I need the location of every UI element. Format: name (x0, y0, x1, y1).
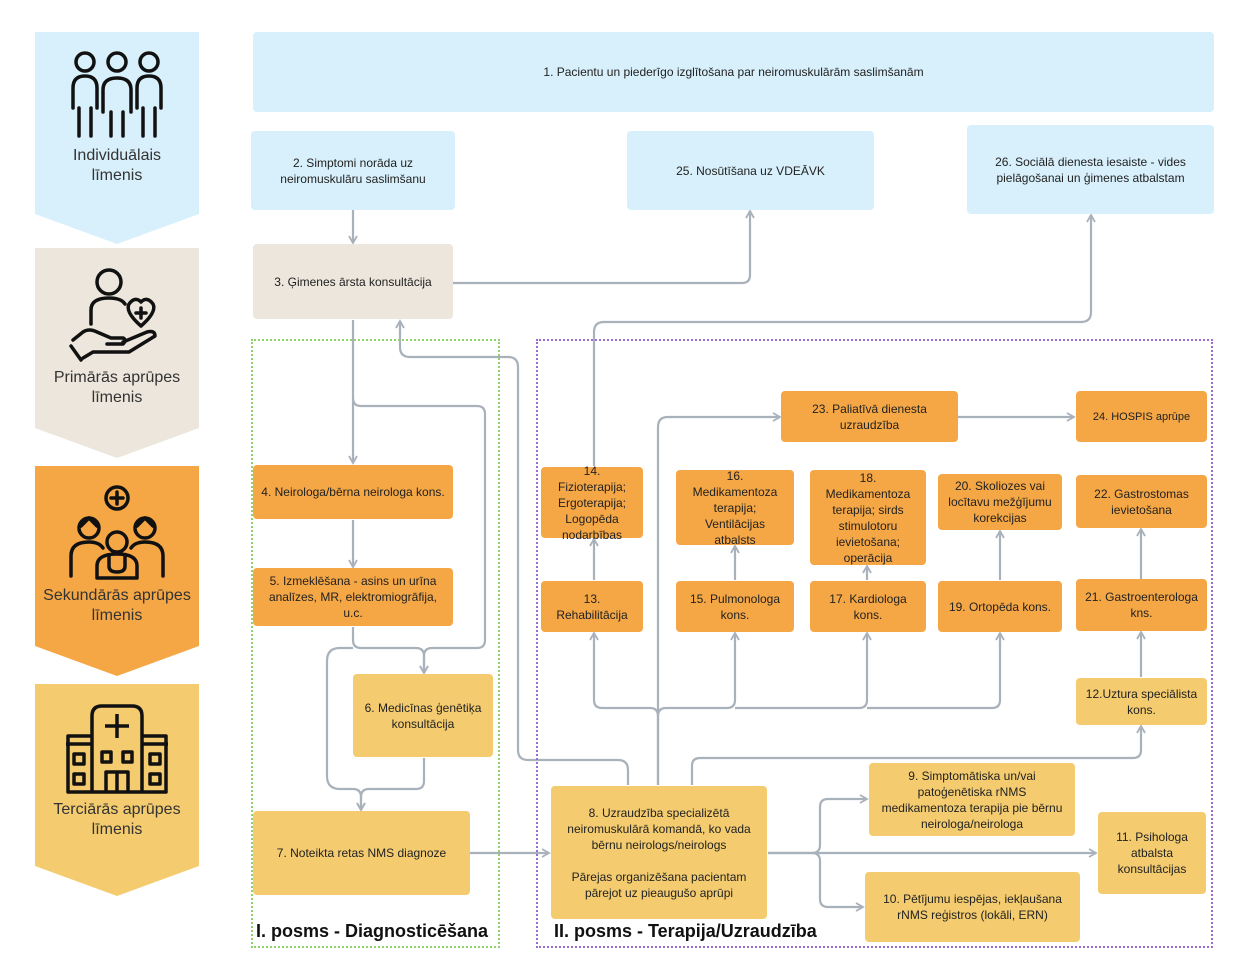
arrow-5-to-6 (351, 627, 429, 675)
arrow-8-to-17 (735, 631, 872, 710)
arrow-8-to-3 (395, 319, 630, 785)
medical-team-icon (67, 484, 167, 580)
arrow-5-to-7 (325, 646, 366, 812)
node-3: 3. Ģimenes ārsta konsultācija (253, 244, 453, 319)
arrow-14-to-26 (592, 213, 1096, 466)
node-6: 6. Medicīnas ģenētiķa konsultācija (353, 674, 493, 757)
node-18: 18. Medikamentoza terapija; sirds stimul… (810, 470, 926, 565)
arrow-8-to-12 (690, 724, 1146, 785)
level-individual-label: Individuālais līmenis (72, 147, 162, 184)
node-25: 25. Nosūtīšana uz VDEĀVK (627, 131, 874, 210)
level-secondary: Sekundārās aprūpes līmenis (35, 466, 199, 676)
node-14: 14. Fizioterapija; Ergoterapija; Logopēd… (541, 464, 643, 542)
node-23: 23. Paliatīvā dienesta uzraudzība (781, 391, 958, 442)
node-15: 15. Pulmonologa kons. (676, 581, 794, 632)
arrow-8-to-23 (656, 412, 782, 785)
node-26: 26. Sociālā dienesta iesaiste - vides pi… (967, 125, 1214, 214)
node-8-text: 8. Uzraudzība specializētā neiromuskulār… (567, 805, 751, 852)
node-17: 17. Kardiologa kons. (810, 581, 926, 632)
level-individual: Individuālais līmenis (35, 32, 199, 244)
phase-2-zone (536, 339, 1213, 948)
phase-2-label: II. posms - Terapija/Uzraudzība (554, 921, 817, 941)
node-16: 16. Medikamentoza terapija; Ventilācijas… (676, 469, 794, 547)
node-22: 22. Gastrostomas ievietošana (1076, 475, 1207, 528)
node-9: 9. Simptomātiska un/vai patoģenētiska rN… (869, 763, 1075, 836)
arrow-6-to-7 (356, 758, 426, 812)
level-tertiary: Terciārās aprūpes līmenis (35, 684, 199, 896)
node-13: 13. Rehabilitācija (541, 581, 643, 632)
node-24: 24. HOSPIS aprūpe (1076, 391, 1207, 442)
node-8-transition-text: Pārejas organizēšana pacientam pārejot u… (571, 869, 747, 900)
level-secondary-label: Sekundārās aprūpes līmenis (43, 587, 191, 624)
arrow-3-to-6 (351, 397, 487, 675)
node-4: 4. Neirologa/bērna neirologa kons. (253, 465, 453, 519)
node-7: 7. Noteikta retas NMS diagnoze (253, 811, 470, 895)
node-19: 19. Ortopēda kons. (938, 581, 1062, 632)
arrow-8-to-19 (867, 631, 1005, 710)
level-primary: Primārās aprūpes līmenis (35, 248, 199, 458)
node-8: 8. Uzraudzība specializētā neiromuskulār… (551, 786, 767, 919)
arrow-3-to-25 (453, 209, 755, 285)
node-21: 21. Gastroenterologa kns. (1076, 579, 1207, 631)
phase-1-zone (251, 339, 500, 948)
node-1: 1. Pacientu un piederīgo izglītošana par… (253, 32, 1214, 112)
node-20: 20. Skoliozes vai locītavu mežģījumu kor… (938, 474, 1062, 530)
level-tertiary-label: Terciārās aprūpes līmenis (53, 801, 181, 838)
node-5: 5. Izmeklēšana - asins un urīna analīzes… (253, 568, 453, 626)
node-10: 10. Pētījumu iespējas, iekļaušana rNMS r… (865, 872, 1080, 942)
level-primary-label: Primārās aprūpes līmenis (53, 369, 181, 406)
node-12: 12.Uztura speciālista kons. (1076, 678, 1207, 725)
people-group-icon (67, 50, 167, 140)
node-2: 2. Simptomi norāda uz neiromuskulāru sas… (251, 131, 455, 210)
hand-heart-care-icon (69, 266, 165, 362)
hospital-icon (62, 702, 172, 794)
node-11: 11. Psihologa atbalsta konsultācijas (1098, 812, 1206, 894)
phase-1-label: I. posms - Diagnosticēšana (256, 921, 489, 941)
